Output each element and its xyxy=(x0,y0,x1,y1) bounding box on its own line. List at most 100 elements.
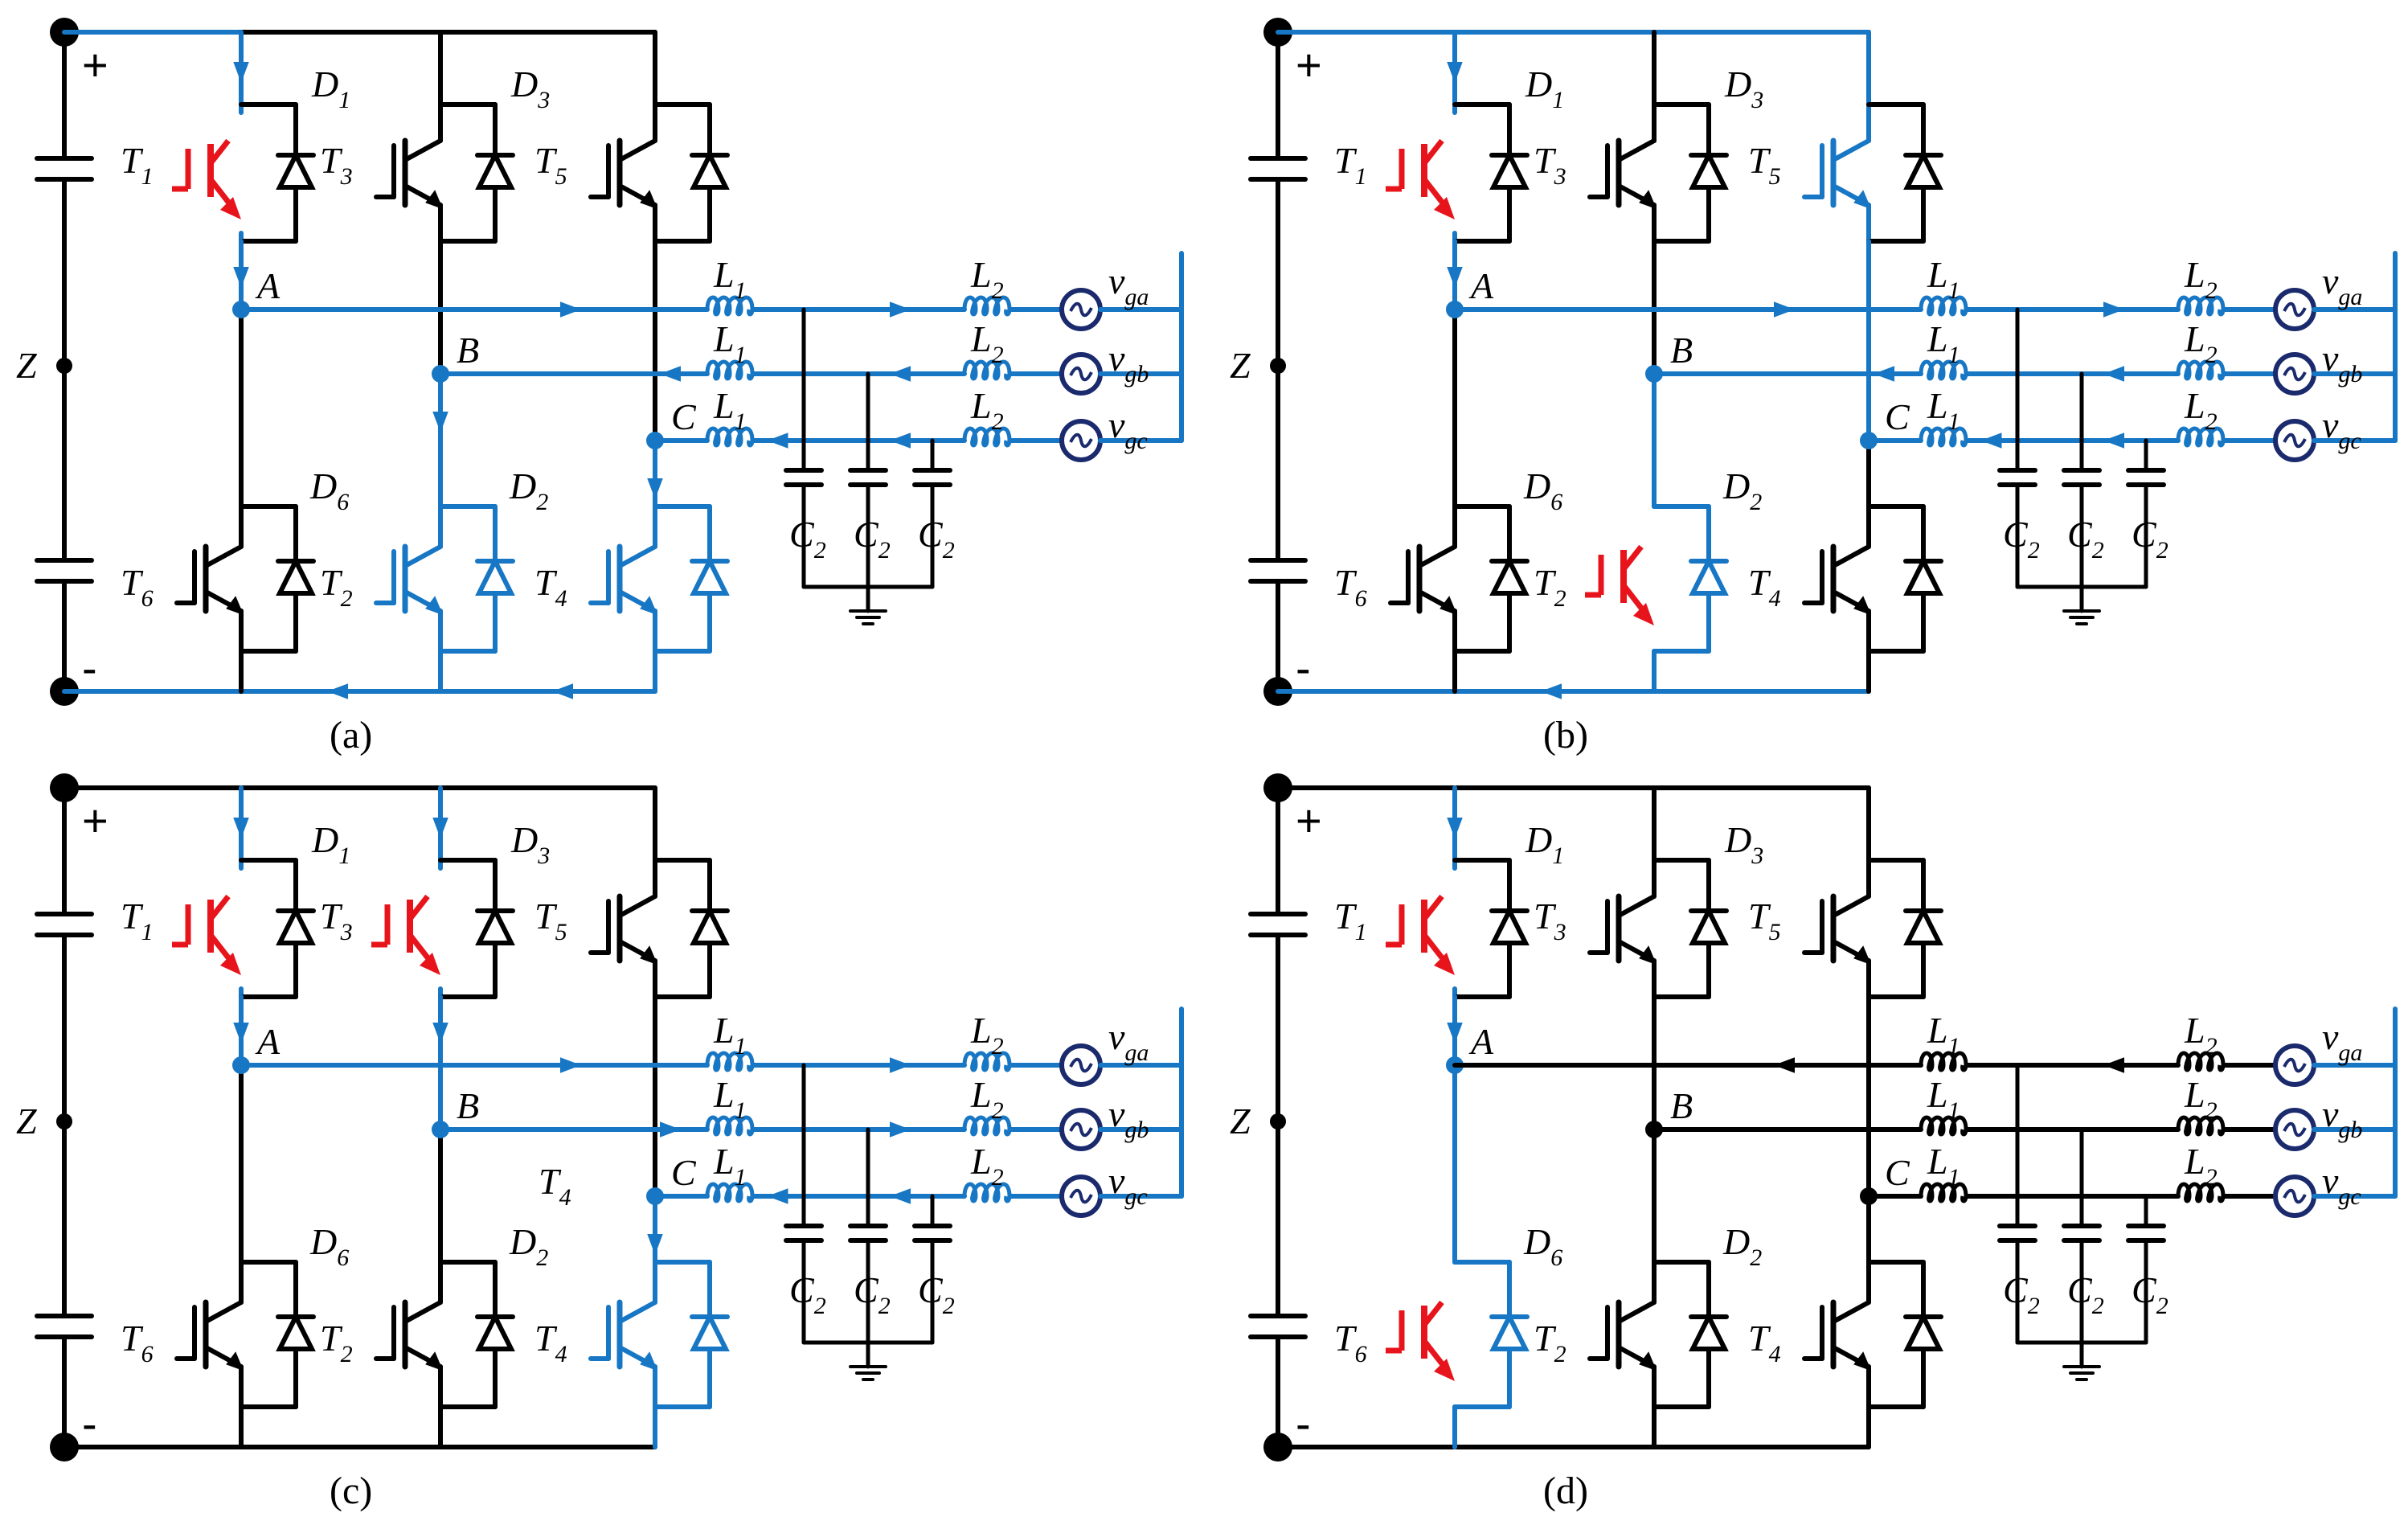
label-vgc: vgc xyxy=(2322,1160,2361,1210)
label-vga: vga xyxy=(1108,1016,1149,1066)
label-L2: L2 xyxy=(2184,1141,2218,1191)
capacitor-bottom-gap xyxy=(1254,1315,1302,1338)
plus-sign: + xyxy=(1296,795,1322,846)
label-node-A: A xyxy=(1468,1021,1494,1062)
switch-T1-on xyxy=(1386,138,1455,219)
inductor-coil xyxy=(2176,1182,2226,1203)
switch-T3 xyxy=(1587,858,1657,999)
label-D2: D2 xyxy=(509,1221,548,1271)
switch-T1-on xyxy=(1386,894,1455,975)
diode-D1 xyxy=(239,102,316,244)
label-L2: L2 xyxy=(970,385,1004,435)
collector-channel xyxy=(403,138,443,162)
emitter-arrow xyxy=(1853,1351,1872,1371)
label-T3: T3 xyxy=(320,140,353,190)
current-arrow xyxy=(432,1023,448,1043)
current-arrow xyxy=(660,1121,681,1138)
emitter-arrow xyxy=(1633,603,1654,625)
current-arrow xyxy=(233,267,249,288)
label-T6: T6 xyxy=(1334,1318,1367,1367)
collector-channel xyxy=(208,138,231,166)
emitter-arrow xyxy=(425,190,444,210)
label-C2: C2 xyxy=(918,1269,955,1319)
source-vga xyxy=(2273,1043,2316,1087)
inductor-coil xyxy=(705,1182,755,1203)
label-D6: D6 xyxy=(1523,1221,1562,1271)
current-arrow xyxy=(890,1188,911,1204)
sine-icon xyxy=(2283,1057,2307,1073)
label-L1: L1 xyxy=(713,385,747,435)
switch-T1-on xyxy=(172,138,241,219)
diode-T5-body xyxy=(1866,102,1943,244)
emitter-arrow xyxy=(226,596,244,616)
label-D1: D1 xyxy=(1525,819,1564,869)
sine-icon xyxy=(1069,433,1093,449)
sine-icon xyxy=(2283,433,2307,449)
label-vga: vga xyxy=(2322,260,2362,310)
diode-triangle xyxy=(1489,1311,1530,1351)
label-D2: D2 xyxy=(1722,1221,1762,1271)
plus-sign: + xyxy=(1296,39,1322,90)
emitter-arrow xyxy=(640,190,658,210)
current-arrow xyxy=(890,366,911,382)
label-vga: vga xyxy=(1108,260,1149,310)
inductor-L1-2 xyxy=(1919,426,1968,448)
label-T2: T2 xyxy=(1534,562,1566,612)
sine-icon xyxy=(2283,1188,2307,1204)
diode-D2 xyxy=(438,1260,515,1409)
diode-triangle xyxy=(690,905,730,945)
z-label: Z xyxy=(1230,1101,1251,1142)
panel-caption: (c) xyxy=(330,1470,372,1512)
label-T1: T1 xyxy=(1334,896,1367,945)
inductor-L2-0 xyxy=(962,1051,1012,1072)
label-T4: T4 xyxy=(1748,562,1781,612)
inductor-coil xyxy=(705,295,755,317)
emitter-arrow xyxy=(1853,596,1872,616)
label-T3: T3 xyxy=(1534,140,1566,190)
label-L1: L1 xyxy=(1927,318,1960,368)
label-D1: D1 xyxy=(311,819,350,869)
diode-triangle xyxy=(1903,1311,1943,1351)
current-arrow xyxy=(552,683,573,699)
current-arrow xyxy=(1447,62,1463,83)
source-vga xyxy=(1059,1043,1103,1087)
label-node-B: B xyxy=(1670,1085,1693,1126)
switch-T3 xyxy=(1587,102,1657,244)
panel-caption: (a) xyxy=(330,714,372,756)
inductor-coil xyxy=(2176,295,2226,317)
inductor-coil xyxy=(962,1115,1012,1137)
switch-T6-on xyxy=(1386,1300,1455,1381)
current-arrow xyxy=(767,433,788,449)
z-node-dot xyxy=(56,358,72,374)
emitter-arrow xyxy=(1439,596,1458,616)
source-vgb xyxy=(2273,352,2316,396)
current-arrow xyxy=(2103,433,2124,449)
diode-D6 xyxy=(1452,504,1530,654)
label-L1: L1 xyxy=(713,1074,747,1124)
emitter-arrow xyxy=(1434,953,1455,975)
sine-icon xyxy=(1069,1057,1093,1073)
diode-T4-body xyxy=(1866,504,1943,654)
label-D3: D3 xyxy=(510,819,550,869)
label-node-A: A xyxy=(255,1021,281,1062)
current-arrow xyxy=(2103,1057,2124,1073)
emitter-arrow xyxy=(1434,197,1455,219)
current-arrow xyxy=(327,683,348,699)
label-T3: T3 xyxy=(1534,896,1566,945)
collector-channel xyxy=(1831,1300,1871,1324)
label-T6: T6 xyxy=(121,562,154,612)
diode-D2 xyxy=(1652,1260,1729,1409)
label-vgc: vgc xyxy=(1108,404,1148,454)
switch-T6 xyxy=(174,504,244,654)
inductor-coil xyxy=(705,359,755,381)
label-D1: D1 xyxy=(311,64,350,113)
collector-channel xyxy=(1616,138,1657,162)
label-extra-T4: T4 xyxy=(539,1161,571,1211)
diode-D2 xyxy=(1652,504,1729,654)
inductor-coil xyxy=(705,426,755,448)
label-node-C: C xyxy=(671,1152,697,1193)
collector-channel xyxy=(1831,894,1871,918)
inductor-L1-1 xyxy=(705,1115,755,1137)
z-node-dot xyxy=(1270,358,1286,374)
emitter-arrow xyxy=(425,1351,444,1371)
